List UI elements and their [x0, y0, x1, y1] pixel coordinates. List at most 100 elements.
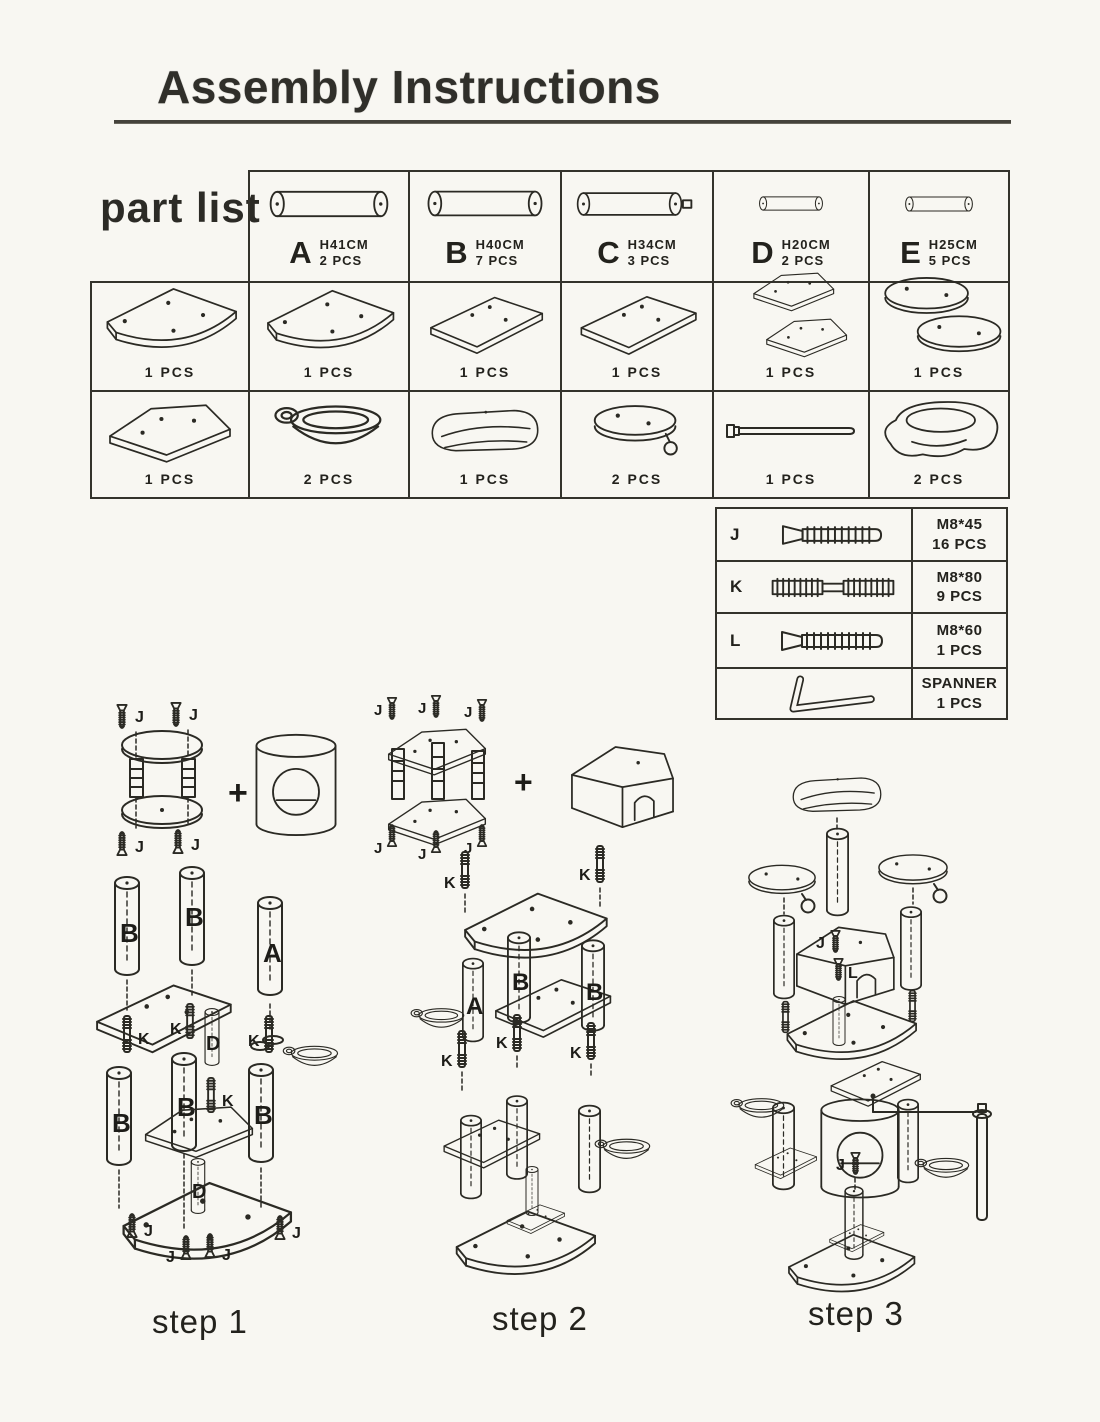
stud-k — [460, 850, 470, 890]
accessory-qty-4: 2 PCS — [611, 471, 663, 487]
panel-cell-6: 1 PCS — [868, 277, 1010, 390]
hardware-cell-l: L — [715, 612, 911, 667]
callout-b: B — [185, 902, 204, 932]
long-bolt-drawing — [726, 423, 855, 438]
screw-j — [430, 695, 442, 719]
hardware-spec-l: M8*60 1 PCS — [911, 612, 1008, 667]
panel-cell-2: 1 PCS — [248, 281, 408, 390]
step2-label: step 2 — [492, 1300, 588, 1337]
callout-b: B — [112, 1108, 131, 1138]
part-height-e: H25CM — [928, 236, 978, 252]
callout-j: J — [144, 1223, 153, 1240]
part-qty-d: 2 PCS — [781, 253, 825, 268]
callout-k: K — [570, 1045, 582, 1062]
part-height-b: H40CM — [475, 236, 525, 252]
base-panel — [787, 1233, 916, 1293]
callout-d: D — [206, 1033, 220, 1055]
post — [773, 914, 795, 1000]
callout-j: J — [189, 707, 198, 724]
callout-j: J — [418, 846, 426, 860]
stud-k — [512, 1013, 522, 1053]
cat-house-shell-drawing — [884, 400, 999, 457]
part-letter-c: C — [597, 235, 620, 270]
callout-j: J — [374, 702, 382, 719]
accessory-qty-1: 1 PCS — [144, 471, 196, 487]
screw-j — [830, 930, 841, 953]
callout-k: K — [441, 1053, 453, 1070]
callout-j: J — [191, 837, 200, 854]
callout-k: K — [444, 875, 456, 892]
callout-j: J — [464, 704, 472, 721]
post-d-drawing — [759, 196, 823, 211]
basket — [594, 1138, 651, 1159]
callout-k: K — [496, 1035, 508, 1052]
callout-b: B — [177, 1092, 196, 1122]
page-title: Assembly Instructions — [157, 61, 661, 113]
pentagon-panels-drawing — [753, 272, 848, 358]
post — [578, 1104, 601, 1194]
part-qty-e: 5 PCS — [928, 253, 972, 268]
callout-j: J — [374, 840, 382, 857]
screw-l-drawing — [780, 630, 883, 651]
round-perch — [878, 854, 948, 885]
curved-panel-drawing — [267, 289, 395, 348]
stud-k — [595, 844, 605, 884]
step2-inset-diagram: J J J J J J + — [374, 695, 674, 860]
screw-j — [386, 697, 398, 721]
hardware-spec-k: M8*80 9 PCS — [911, 560, 1008, 612]
stud-k — [457, 1029, 467, 1069]
curved-panel-drawing — [106, 288, 237, 348]
part-letter-d: D — [751, 235, 774, 270]
part-qty-c: 3 PCS — [627, 253, 671, 268]
cat-house — [795, 926, 895, 1006]
base-panel — [455, 1210, 597, 1276]
hardware-cell-spanner — [715, 667, 911, 720]
mid-shelf — [754, 1147, 818, 1180]
accessory-qty-2: 2 PCS — [303, 471, 355, 487]
panel-qty-3: 1 PCS — [459, 364, 511, 380]
screw-j-drawing — [781, 524, 882, 545]
rect-panel-drawing — [430, 296, 544, 354]
post-c-drawing — [576, 191, 693, 216]
panel-qty-2: 1 PCS — [303, 364, 355, 380]
step1-label: step 1 — [152, 1303, 248, 1340]
screw-j — [170, 702, 182, 727]
hardware-cell-k: K — [715, 560, 911, 612]
curved-panel — [786, 999, 918, 1061]
round-perch — [748, 864, 816, 895]
stud-k — [206, 1076, 216, 1114]
step1-diagram: B B A K K D K B B K B D J J J — [96, 865, 339, 1266]
callout-j: J — [222, 1247, 231, 1264]
accessory-cell-6: 2 PCS — [868, 390, 1010, 499]
accessory-qty-6: 2 PCS — [913, 471, 965, 487]
basket — [914, 1157, 970, 1178]
stud-k — [586, 1021, 596, 1061]
callout-k: K — [138, 1031, 150, 1048]
barrel-drawing — [820, 1098, 900, 1199]
panel-cell-5: 1 PCS — [712, 272, 868, 390]
hardware-letter-l: L — [730, 630, 741, 650]
callout-j: J — [135, 709, 144, 726]
callout-j: J — [816, 935, 825, 952]
accessory-cell-1: 1 PCS — [90, 390, 248, 499]
curved-panel — [463, 892, 608, 959]
post — [506, 1094, 528, 1181]
part-height-a: H41CM — [319, 236, 369, 252]
hardware-size-j: M8*45 — [936, 516, 983, 533]
title-rule — [114, 120, 1011, 124]
post-a-drawing — [269, 190, 389, 217]
stud-k-drawing — [771, 577, 894, 597]
step-shelf — [829, 1224, 885, 1253]
accessory-cell-4: 2 PCS — [560, 390, 712, 499]
panel-qty-1: 1 PCS — [144, 364, 196, 380]
step3-label: step 3 — [808, 1295, 904, 1332]
basket — [410, 1008, 465, 1028]
mid-shelf — [443, 1119, 541, 1169]
callout-k: K — [170, 1021, 182, 1038]
part-qty-b: 7 PCS — [475, 253, 519, 268]
hardware-size-l: M8*60 — [936, 622, 983, 639]
barrel-drawing — [255, 733, 337, 836]
